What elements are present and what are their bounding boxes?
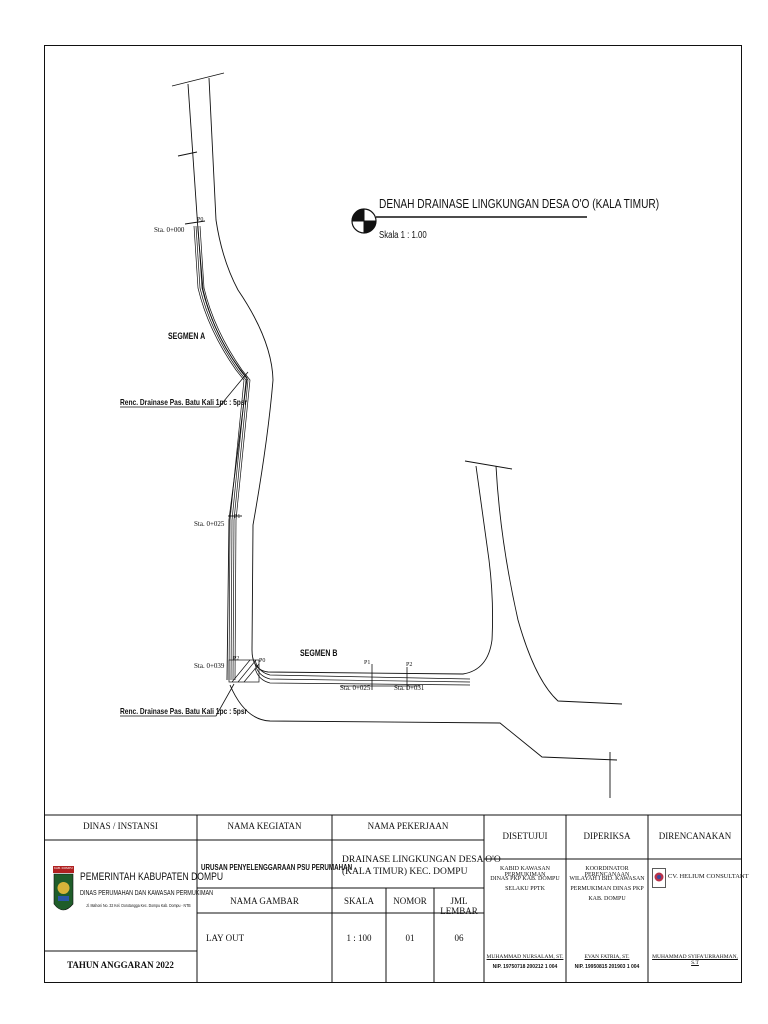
direncanakan-header: DIRENCANAKAN <box>658 831 732 841</box>
point-p2-b: P2 <box>406 662 413 668</box>
callout-1-text: Renc. Drainase Pas. Batu Kali 1pc : 5psr <box>120 397 248 407</box>
kabupaten-logo <box>53 866 74 917</box>
road-edge-lower <box>229 684 618 761</box>
callout-2-leader <box>120 683 235 717</box>
agency-name: PEMERINTAH KABUPATEN DOMPU <box>80 871 224 883</box>
diperiksa-nip: NIP. 19950815 201903 1 004 <box>574 964 640 970</box>
diperiksa-name: EVAN FATRIA, ST. <box>584 954 630 960</box>
drain-b-line-3 <box>254 667 471 686</box>
pekerjaan-line-1: DRAINASE LINGKUNGAN DESA O'O <box>342 855 501 865</box>
point-p1-b: P1 <box>364 660 371 666</box>
skala-header: SKALA <box>343 896 374 906</box>
dinas-header: DINAS / INSTANSI <box>83 821 158 831</box>
disetujui-role-1: KABID KAWASAN PERMUKIMAN <box>499 866 551 878</box>
direncanakan-name: MUHAMMAD SYIFA'URRAHMAN, S.T <box>652 954 738 966</box>
cross-line-top-3 <box>184 220 206 225</box>
drain-a-line-2 <box>195 225 247 681</box>
agency-dept: DINAS PERUMAHAN DAN KAWASAN PERMUKIMAN <box>80 890 214 897</box>
station-a0: Sta. 0+000 <box>154 226 185 234</box>
drain-b-line-2 <box>254 663 471 683</box>
pekerjaan-line-2: (KALA TIMUR) KEC. DOMPU <box>342 867 468 877</box>
consultant-name: CV. HELIUM CONSULTANT <box>668 873 749 880</box>
disetujui-role-2: DINAS PKP KAB. DOMPU <box>490 876 560 882</box>
station-b2: Sta. 0+031 <box>394 684 425 692</box>
callout-2-text: Renc. Drainase Pas. Batu Kali 1pc : 5psr <box>120 706 248 716</box>
diperiksa-header: DIPERIKSA <box>583 831 631 841</box>
lembar-header: JML LEMBAR <box>440 896 478 916</box>
nama-gambar-header: NAMA GAMBAR <box>230 896 299 906</box>
consultant-logo-icon <box>652 868 666 888</box>
station-b1: Sta. 0+025 <box>340 684 371 692</box>
drain-a-line-4 <box>199 225 251 681</box>
agency-address: Jl. Mahoni No. 32 Kel. Dorotangga Kec. D… <box>86 903 191 908</box>
disetujui-nip: NIP. 19750718 200212 1 004 <box>492 964 558 970</box>
drain-b-line-1 <box>254 659 471 680</box>
logo-text: KAB. DOMPU <box>54 866 73 870</box>
point-p2-left: P2 <box>233 656 240 662</box>
diperiksa-role-1: KOORDINATOR PERENCANAAN <box>584 866 630 878</box>
nomor-header: NOMOR <box>393 896 427 906</box>
pekerjaan-header: NAMA PEKERJAAN <box>367 821 449 831</box>
drawing-sheet-border <box>44 45 742 983</box>
road-edge-right-branch <box>495 465 623 705</box>
road-edge-a-left <box>187 83 248 681</box>
kegiatan-header: NAMA KEGIATAN <box>227 821 302 831</box>
nomor-value: 01 <box>405 933 415 943</box>
diperiksa-role-2: WILAYAH I BID. KAWASAN <box>569 876 645 882</box>
disetujui-header: DISETUJUI <box>502 831 548 841</box>
drawing-scale: Skala 1 : 1.00 <box>379 230 427 241</box>
nama-gambar-value: LAY OUT <box>206 933 245 943</box>
segment-b-label: SEGMEN B <box>300 648 338 658</box>
diperiksa-role-4: KAB. DOMPU <box>588 896 626 902</box>
tahun-anggaran: TAHUN ANGGARAN 2022 <box>67 960 174 970</box>
drain-a-line-3 <box>197 225 249 681</box>
cross-line-top-2 <box>177 151 198 157</box>
point-p0-top: P0 <box>197 217 204 223</box>
callout-1-leader <box>120 371 249 408</box>
point-p0-b: P0 <box>259 658 266 664</box>
segment-a-label: SEGMEN A <box>168 331 206 341</box>
disetujui-role-3: SELAKU PPTK <box>505 886 545 892</box>
lembar-value: 06 <box>454 933 464 943</box>
drawing-title: DENAH DRAINASE LINGKUNGAN DESA O'O (KALA… <box>379 196 660 211</box>
skala-value: 1 : 100 <box>346 933 372 943</box>
cross-line-right <box>464 460 513 470</box>
station-a1: Sta. 0+025 <box>194 520 225 528</box>
station-a2: Sta. 0+039 <box>194 662 225 670</box>
north-arrow-symbol <box>351 208 377 234</box>
disetujui-name: MUHAMMAD NURSALAM, ST. <box>486 954 564 960</box>
drain-a-line-1 <box>193 225 245 681</box>
diperiksa-role-3: PERMUKIMAN DINAS PKP <box>570 886 644 892</box>
road-edge-a-right <box>208 77 494 675</box>
point-p1-left: P1 <box>234 514 241 520</box>
kegiatan-text: URUSAN PENYELENGGARAAN PSU PERUMAHAN <box>201 863 353 872</box>
cross-line-top-1 <box>171 72 225 87</box>
